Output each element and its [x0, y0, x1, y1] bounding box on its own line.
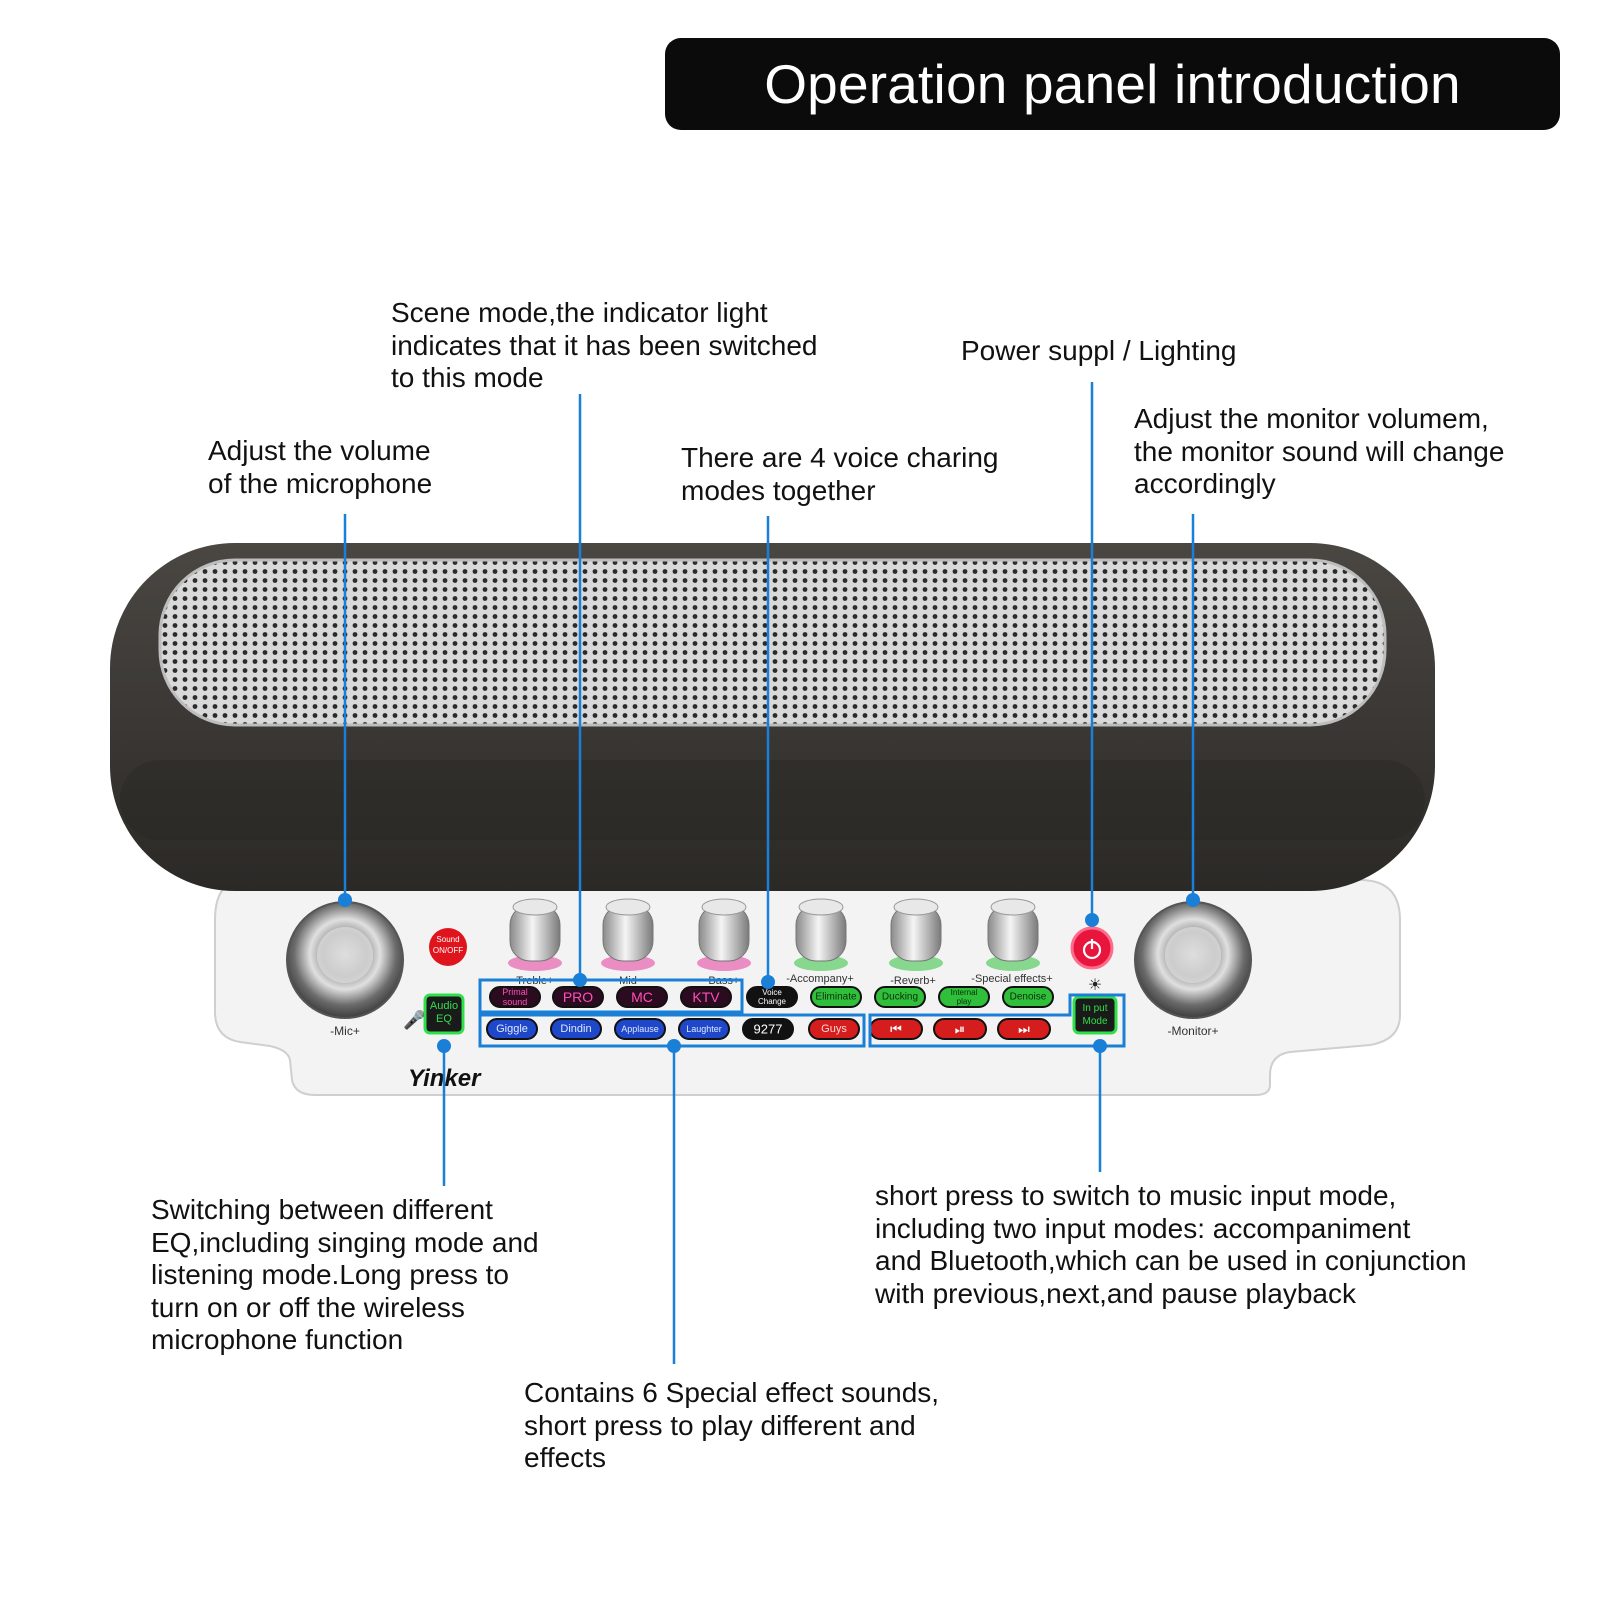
callout-dots: [338, 893, 1200, 1053]
callout-lines: [343, 382, 1195, 1364]
microphone-icon: 🎤: [403, 1009, 425, 1030]
svg-text:Giggle: Giggle: [496, 1023, 528, 1035]
knob-2[interactable]: [601, 898, 655, 971]
light-icon: ☀: [1088, 977, 1102, 994]
function-button-eliminate[interactable]: Eliminate: [810, 986, 862, 1008]
audio-eq-button[interactable]: Audio EQ: [423, 993, 465, 1035]
power-button[interactable]: [1070, 926, 1114, 970]
effect-button-guys[interactable]: Guys: [808, 1018, 860, 1040]
knob-5[interactable]: [889, 898, 943, 971]
svg-text:Primal: Primal: [502, 987, 528, 997]
svg-text:MC: MC: [631, 989, 653, 1005]
svg-text:Dindin: Dindin: [560, 1023, 591, 1035]
function-button-ducking[interactable]: Ducking: [874, 986, 926, 1008]
sound-on-off-button[interactable]: Sound ON/OFF: [429, 928, 467, 966]
input-mode-note: short press to switch to music input mod…: [875, 1180, 1467, 1309]
effect-button-giggle[interactable]: Giggle: [486, 1018, 538, 1040]
monitor-volume-knob[interactable]: [1134, 901, 1252, 1019]
svg-text:Guys: Guys: [821, 1023, 847, 1035]
special-effects-note: Contains 6 Special effect sounds,short p…: [524, 1377, 940, 1473]
power-note: Power suppl / Lighting: [961, 335, 1237, 366]
svg-text:sound: sound: [503, 997, 528, 1007]
input-playback-highlight: [868, 993, 1126, 1048]
svg-text:In put: In put: [1082, 1003, 1107, 1014]
svg-text:Denoise: Denoise: [1010, 992, 1047, 1003]
svg-text:Internal: Internal: [951, 988, 978, 997]
scene-button-ktv[interactable]: KTV: [680, 986, 732, 1008]
scene-button-pro[interactable]: PRO: [552, 986, 604, 1008]
svg-text:Voice: Voice: [762, 988, 782, 997]
svg-text:Audio: Audio: [430, 1000, 458, 1012]
scene-button-mc[interactable]: MC: [616, 986, 668, 1008]
scene-mode-highlight: [478, 978, 744, 1014]
effect-button-dindin[interactable]: Dindin: [550, 1018, 602, 1040]
playback-button-play-pause[interactable]: ⏯: [933, 1018, 987, 1040]
svg-text:Change: Change: [758, 997, 787, 1006]
svg-text:Ducking: Ducking: [882, 992, 918, 1003]
knob-label-4: -Accompany+: [786, 973, 854, 985]
svg-text:PRO: PRO: [563, 989, 593, 1005]
knob-6[interactable]: [986, 898, 1040, 971]
knob-4[interactable]: [794, 898, 848, 971]
svg-text:KTV: KTV: [692, 989, 720, 1005]
playback-button-next[interactable]: ⏭: [997, 1018, 1051, 1040]
previous-icon: ⏮: [890, 1022, 902, 1037]
function-button-denoise[interactable]: Denoise: [1002, 986, 1054, 1008]
effect-button-9277[interactable]: 9277: [742, 1018, 794, 1040]
svg-text:Applause: Applause: [621, 1024, 659, 1034]
play-pause-icon: ⏯: [955, 1022, 965, 1037]
speaker-grille: [158, 558, 1387, 727]
mic-knob-label: -Mic+: [330, 1024, 360, 1038]
page-title: Operation panel introduction: [764, 53, 1461, 115]
knob-1[interactable]: [508, 898, 562, 971]
mic-volume-knob[interactable]: [286, 901, 404, 1019]
svg-text:Mode: Mode: [1082, 1016, 1107, 1027]
monitor-knob-label: -Monitor+: [1167, 1024, 1218, 1038]
title-banner: Operation panel introduction: [665, 38, 1560, 130]
knob-label-6: -Special effects+: [971, 973, 1052, 985]
input-mode-button[interactable]: In put Mode: [1072, 995, 1118, 1035]
monitor-volume-note: Adjust the monitor volumem,the monitor s…: [1134, 403, 1505, 499]
knob-label-5: -Reverb+: [890, 975, 936, 987]
effect-button-applause[interactable]: Applause: [614, 1018, 666, 1040]
svg-text:Sound: Sound: [436, 935, 459, 944]
svg-text:EQ: EQ: [436, 1013, 452, 1025]
knob-3[interactable]: [697, 898, 751, 971]
svg-text:Eliminate: Eliminate: [815, 992, 857, 1003]
next-icon: ⏭: [1018, 1022, 1030, 1037]
effect-button-laughter[interactable]: Laughter: [678, 1018, 730, 1040]
svg-text:play: play: [957, 997, 972, 1006]
svg-text:ON/OFF: ON/OFF: [433, 946, 463, 955]
svg-text:Laughter: Laughter: [686, 1024, 722, 1034]
playback-button-previous[interactable]: ⏮: [869, 1018, 923, 1040]
svg-text:9277: 9277: [754, 1022, 783, 1037]
